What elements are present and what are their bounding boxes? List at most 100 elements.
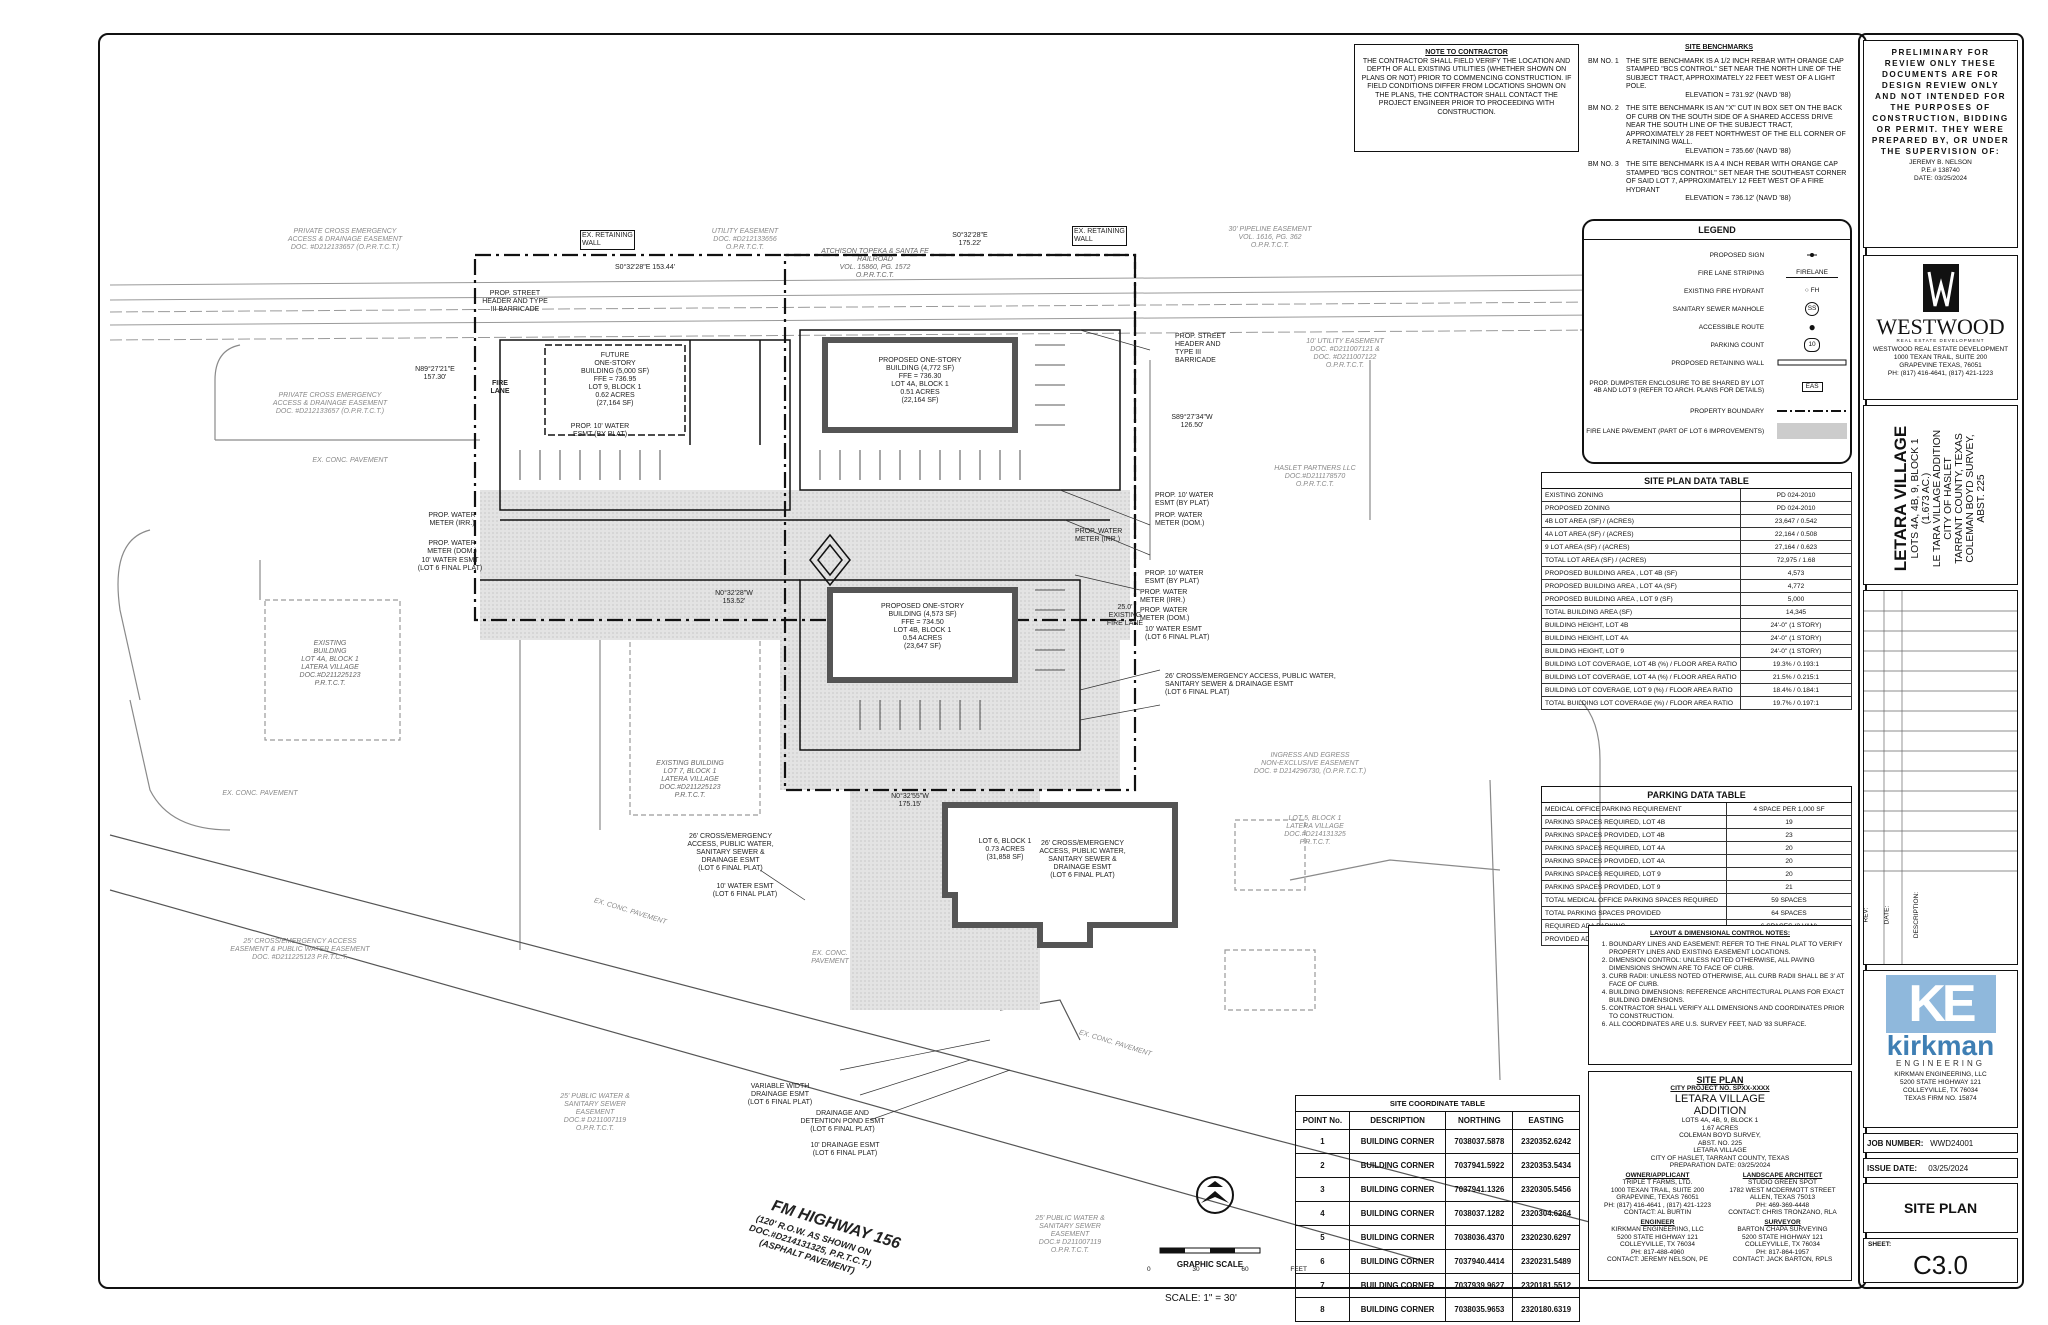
table-cell-value: 59 SPACES [1726, 893, 1852, 907]
kirkman-logo: KE [1885, 975, 1996, 1033]
site-plan-block: SITE PLAN CITY PROJECT NO. SPXX-XXXX LET… [1588, 1071, 1852, 1281]
benchmark-elevation: ELEVATION = 731.92' (NAVD '88) [1685, 91, 1791, 99]
layout-notes-title: LAYOUT & DIMENSIONAL CONTROL NOTES: [1650, 930, 1790, 937]
site-plan-project-no: CITY PROJECT NO. SPXX-XXXX [1670, 1085, 1770, 1092]
text-line: TEXAS FIRM NO. 15874 [1904, 1095, 1977, 1102]
benchmark-elevation: ELEVATION = 736.12' (NAVD '88) [1685, 195, 1791, 202]
site-plan-drawing [109, 253, 1631, 1261]
text-line: HEADER AND TYPE [482, 298, 548, 305]
fire-hydrant-icon: ○ FH [1804, 287, 1820, 294]
table-cell-value: 21 [1726, 880, 1852, 894]
parking-count-icon: 10 [1804, 338, 1821, 352]
bearing-top2: S0°32'28"E 175.22' [935, 232, 1005, 248]
legend-label: ACCESSIBLE ROUTE [1698, 323, 1765, 331]
text-line: WALL [1074, 236, 1093, 243]
proposed-sign-diamond [809, 533, 851, 587]
benchmark-text: THE SITE BENCHMARK IS A 1/2 INCH REBAR W… [1626, 57, 1844, 91]
text-line: (LOT 6 FINAL PLAT) [698, 865, 763, 872]
table-row: 4B LOT AREA (SF) / (ACRES)23,647 / 0.542 [1541, 514, 1852, 528]
text-line: O.P.R.T.C.T. [575, 1125, 615, 1132]
table-cell-label: PARKING SPACES REQUIRED, LOT 4A [1541, 841, 1727, 855]
text-line: EX. RETAINING [582, 232, 633, 239]
text-line: LOT 4B, BLOCK 1 [893, 627, 952, 634]
text-line: FFE = 736.30 [898, 373, 942, 380]
text-line: (LOT 6 FINAL PLAT) [1145, 634, 1210, 641]
text-line: 1000 TEXAN TRAIL, SUITE 200 [1610, 1186, 1705, 1194]
text-line: (27,164 SF) [596, 400, 634, 407]
text-line: UTILITY EASEMENT [711, 228, 779, 235]
coord-cell: 2320231.5489 [1512, 1249, 1580, 1274]
text-line: FIRE LANE [1106, 620, 1144, 627]
text-line: DOC. # D214296730, (O.P.R.T.C.T.) [1253, 768, 1367, 775]
text-line: PRIVATE CROSS EMERGENCY [293, 228, 397, 235]
text-line: NON-EXCLUSIVE EASEMENT [1261, 760, 1359, 767]
text-line: METER (IRR.) [1075, 536, 1121, 543]
scale-tick: 30 [1192, 1266, 1200, 1273]
legend-item: PROPERTY BOUNDARY [1584, 402, 1850, 420]
text-line: TARRANT COUNTY, TEXAS [1954, 433, 1965, 564]
water-esmt-lot6-l: 10' WATER ESMT(LOT 6 FINAL PLAT) [405, 557, 495, 573]
text-line: HEADER AND [1175, 341, 1221, 348]
text-line: VARIABLE WIDTH [750, 1083, 810, 1090]
benchmark-id: BM NO. 3 [1588, 161, 1619, 168]
table-cell-value: 19.7% / 0.197:1 [1740, 696, 1852, 710]
text-line: LETARA VILLAGE [1693, 1147, 1747, 1154]
text-line: DOC. #D211225123 P.R.T.C.T. [252, 954, 348, 961]
coord-cell: 5 [1295, 1225, 1350, 1250]
review-text: PRELIMINARY FOR REVIEW ONLY THESE DOCUME… [1871, 48, 2010, 156]
text-line: 25' CROSS/EMERGENCY ACCESS [243, 938, 357, 945]
job-number: WWD24001 [1930, 1138, 1974, 1148]
coord-header: NORTHING [1445, 1111, 1514, 1130]
pe-number: P.E.# 138740 [1921, 167, 1960, 174]
text-line: RAILROAD [857, 256, 893, 263]
table-cell-value: 24'-0" (1 STORY) [1740, 644, 1852, 658]
text-line: ACCESS & DRAINAGE EASEMENT [287, 236, 403, 243]
table-cell-value: 22,164 / 0.508 [1740, 527, 1852, 541]
table-cell-value: 27,164 / 0.623 [1740, 540, 1852, 554]
text-line: PROP. WATER [428, 540, 476, 547]
table-cell-value: 19 [1726, 815, 1852, 829]
coord-cell: BUILDING CORNER [1348, 1297, 1447, 1322]
text-line: COLLEYVILLE, TX 76034 [1619, 1241, 1696, 1248]
owner-title: OWNER/APPLICANT [1625, 1171, 1690, 1179]
north-arrow [1196, 1176, 1234, 1214]
text-line: ESMT (BY PLAT) [1145, 578, 1200, 585]
engineer-title: ENGINEER [1640, 1218, 1675, 1226]
table-cell-value: PD 024-2010 [1740, 501, 1852, 515]
table-row: PROPOSED BUILDING AREA , LOT 4B (SF)4,57… [1541, 566, 1852, 580]
text-line: PRIVATE CROSS EMERGENCY [278, 392, 382, 399]
table-cell-value: 21.5% / 0.215:1 [1740, 670, 1852, 684]
site-plan-block-title: SITE PLAN [1696, 1075, 1744, 1085]
table-cell-value: 18.4% / 0.184:1 [1740, 683, 1852, 697]
bearing-right: S89°27'34"W 126.50' [1162, 414, 1222, 430]
fire-lane-pavement-icon [1777, 423, 1848, 439]
text-line: 0.62 ACRES [595, 392, 635, 399]
bearing-top2-dir: S0°32'28"E [952, 232, 988, 239]
text-line: EX. RETAINING [1074, 228, 1125, 235]
text-line: (LOT 6 FINAL PLAT) [1050, 872, 1115, 879]
text-line: EXISTING BUILDING [656, 760, 724, 767]
owner-lines: TRIPLE T FARMS, LTD.1000 TEXAN TRAIL, SU… [1595, 1179, 1720, 1217]
text-line: BARTON CHAPA SURVEYING [1737, 1226, 1828, 1233]
kirkman-sub: ENGINEERING [1895, 1059, 1985, 1068]
coord-cell: 7037939.9627 [1445, 1273, 1514, 1298]
fire-lane-striping-icon: FIRELANE [1786, 269, 1838, 278]
text-line: COLLEYVILLE, TX 76034 [1902, 1087, 1979, 1094]
fire-lane-label: FIRE LANE [490, 380, 510, 395]
coord-cell: BUILDING CORNER [1348, 1225, 1447, 1250]
table-cell-label: TOTAL PARKING SPACES PROVIDED [1541, 906, 1727, 920]
text-line: ATCHISON TOPEKA & SANTA FE [821, 248, 929, 255]
table-cell-label: PROPOSED BUILDING AREA , LOT 9 (SF) [1541, 592, 1741, 606]
